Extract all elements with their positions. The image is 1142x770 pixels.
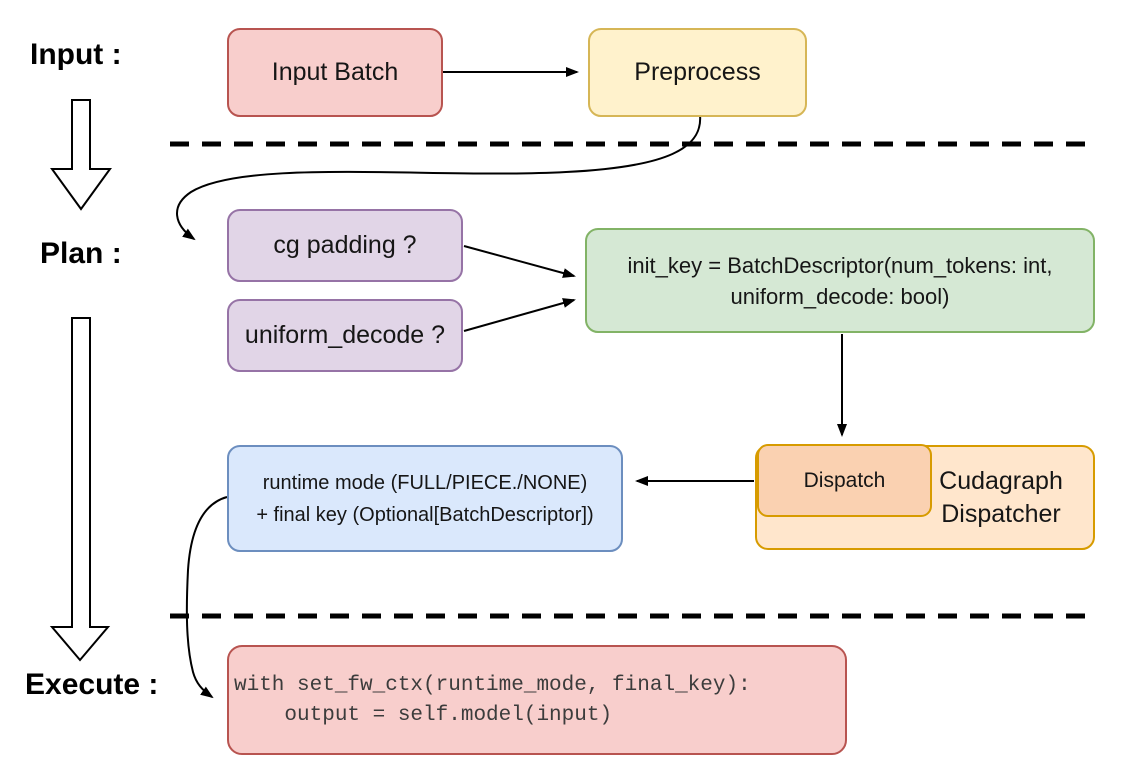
stage-label-plan: Plan : <box>40 237 122 270</box>
execute-code-line2: output = self.model(input) <box>234 704 613 727</box>
node-runtime-mode-line2: + final key (Optional[BatchDescriptor]) <box>256 503 594 526</box>
node-cudagraph-line2: Dispatcher <box>941 499 1061 528</box>
node-preprocess-label: Preprocess <box>634 58 761 87</box>
edge-uniformdecode-initkey <box>463 298 576 332</box>
node-execute-code: with set_fw_ctx(runtime_mode, final_key)… <box>227 645 847 755</box>
node-uniform-decode: uniform_decode ? <box>227 299 463 372</box>
node-init-key-line2: uniform_decode: bool) <box>730 283 950 309</box>
execute-code-line1: with set_fw_ctx(runtime_mode, final_key)… <box>234 674 751 697</box>
edge-runtimemode-execute <box>185 496 228 699</box>
node-runtime-mode: runtime mode (FULL/PIECE./NONE) + final … <box>227 445 623 552</box>
node-cg-padding: cg padding ? <box>227 209 463 282</box>
node-input-batch-label: Input Batch <box>271 58 399 87</box>
node-input-batch: Input Batch <box>227 28 443 117</box>
node-cudagraph-dispatcher-label: Cudagraph Dispatcher <box>911 465 1091 531</box>
node-dispatch-label: Dispatch <box>803 468 886 492</box>
stage-label-execute: Execute : <box>25 668 159 701</box>
node-init-key-line1: init_key = BatchDescriptor(num_tokens: i… <box>627 252 1053 278</box>
node-runtime-mode-line1: runtime mode (FULL/PIECE./NONE) <box>262 471 588 494</box>
node-dispatch: Dispatch <box>757 444 932 517</box>
node-preprocess: Preprocess <box>588 28 807 117</box>
node-cg-padding-label: cg padding ? <box>273 231 417 260</box>
edge-preprocess-cgpadding <box>176 114 702 241</box>
node-init-key: init_key = BatchDescriptor(num_tokens: i… <box>585 228 1095 333</box>
stage-label-input: Input : <box>30 38 122 71</box>
edge-cgpadding-initkey <box>463 245 576 278</box>
plan-stage-arrow <box>49 317 111 662</box>
input-stage-arrow <box>50 99 112 211</box>
node-uniform-decode-label: uniform_decode ? <box>244 321 446 350</box>
node-cudagraph-line1: Cudagraph <box>939 466 1063 495</box>
